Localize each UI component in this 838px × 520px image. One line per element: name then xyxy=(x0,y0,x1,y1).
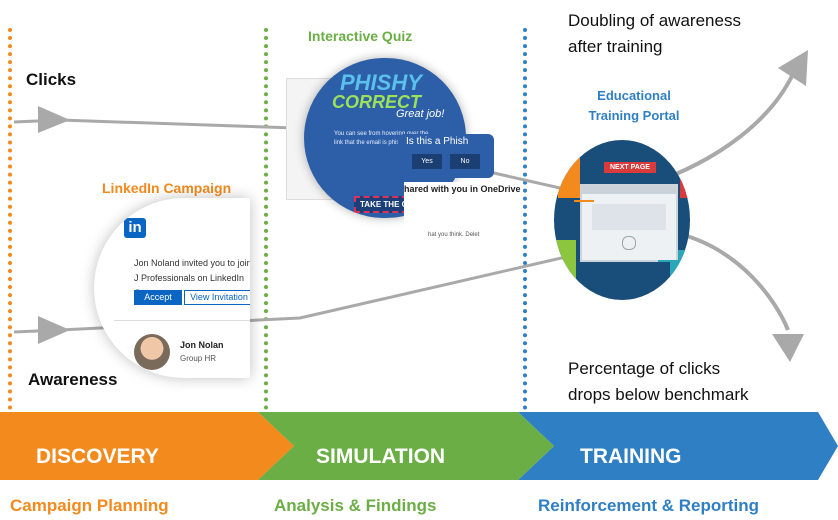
clicks-down-arrowhead xyxy=(772,334,804,362)
training-chevron xyxy=(518,412,838,480)
view-invitation-button[interactable]: View Invitation xyxy=(184,290,250,305)
portal-card: NEXT PAGE xyxy=(554,140,690,300)
discovery-chevron xyxy=(0,412,294,480)
clicks-label: Clicks xyxy=(26,70,77,89)
phase-training: TRAINING xyxy=(580,445,682,468)
simulation-divider xyxy=(264,28,268,410)
discovery-divider xyxy=(8,28,12,410)
awareness-up-arrowhead xyxy=(778,50,808,86)
awareness-label: Awareness xyxy=(28,370,118,389)
quiz-title-phishy: PHISHY xyxy=(340,70,422,95)
interactive-quiz-label: Interactive Quiz xyxy=(308,28,413,44)
profile-name: Jon Nolan xyxy=(180,340,224,350)
portal-red-panel xyxy=(680,156,690,198)
portal-connector-1 xyxy=(574,200,594,202)
portal-screen-icon xyxy=(622,236,636,250)
portal-connector-2 xyxy=(658,260,682,262)
quiz-title-correct: CORRECT xyxy=(332,92,421,112)
quiz-body: You can see from hovering over the link … xyxy=(334,131,429,146)
training-divider xyxy=(523,28,527,410)
linkedin-logo: in xyxy=(124,218,146,238)
portal-screen xyxy=(580,184,678,262)
portal-screen-block xyxy=(592,204,666,230)
clicks-down-arrow xyxy=(679,232,790,331)
yes-button[interactable]: Yes xyxy=(412,154,442,169)
phase-simulation: SIMULATION xyxy=(316,445,446,468)
clicks-arrowhead xyxy=(38,106,70,133)
divider xyxy=(114,320,250,321)
portal-green-panel xyxy=(556,240,576,280)
outcome-awareness-line1: Doubling of awareness xyxy=(568,11,741,30)
subtitle-reinforcement-reporting: Reinforcement & Reporting xyxy=(538,496,760,515)
portal-orange-panel xyxy=(558,158,580,198)
subtitle-campaign-planning: Campaign Planning xyxy=(10,496,169,515)
onedrive-footer: hat you think. Delet xyxy=(428,232,480,238)
onedrive-shared-text: hared with you in OneDrive xyxy=(404,184,521,194)
portal-next-page[interactable]: NEXT PAGE xyxy=(604,162,656,173)
linkedin-campaign-label: LinkedIn Campaign xyxy=(102,180,232,196)
phish-popup: Is this a Phish Yes No xyxy=(398,134,494,178)
onedrive-share-card: hared with you in OneDrive hat you think… xyxy=(404,182,521,248)
outcome-clicks-line2: drops below benchmark xyxy=(568,385,749,404)
phish-question: Is this a Phish xyxy=(406,136,469,147)
portal-label-line2: Training Portal xyxy=(588,108,680,123)
simulation-chevron xyxy=(258,412,554,480)
phase-discovery: DISCOVERY xyxy=(36,445,159,468)
portal-screen-bar xyxy=(582,186,676,194)
subtitle-analysis-findings: Analysis & Findings xyxy=(274,496,437,515)
awareness-arrowhead xyxy=(38,316,70,344)
avatar xyxy=(134,334,170,370)
outcome-awareness-line2: after training xyxy=(568,37,663,56)
linkedin-card: in Jon Noland invited you to join J Prof… xyxy=(94,198,250,378)
accept-button[interactable]: Accept xyxy=(134,290,182,305)
quiz-great-job: Great job! xyxy=(396,108,445,120)
no-button[interactable]: No xyxy=(450,154,480,169)
outcome-clicks-line1: Percentage of clicks xyxy=(568,359,721,378)
phase-banner xyxy=(0,412,838,480)
profile-role: Group HR xyxy=(180,354,217,363)
portal-label-line1: Educational xyxy=(597,88,671,103)
